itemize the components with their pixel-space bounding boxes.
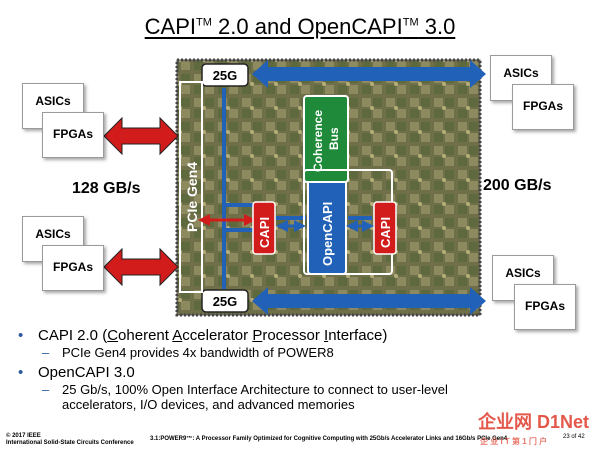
- watermark-sub: 企 业 I T 第 1 门 户: [480, 437, 548, 446]
- page-title: CAPITM 2.0 and OpenCAPITM 3.0: [0, 14, 600, 40]
- bullet-opencapi: •OpenCAPI 3.0: [18, 364, 135, 381]
- capi-right-label: CAPI: [378, 217, 393, 248]
- sub-bullet-opencapi: –25 Gb/s, 100% Open Interface Architectu…: [42, 382, 448, 412]
- coherence-label: Coherence: [311, 110, 325, 172]
- link-arrow-bottom: [252, 287, 486, 315]
- pcie-label: PCIe Gen4: [184, 162, 200, 232]
- page-number: 23 of 42: [563, 434, 585, 440]
- left-arrow-bottom: [103, 247, 179, 287]
- link-top-label: 25G: [213, 68, 238, 83]
- bullet-capi: •CAPI 2.0 (Coherent Accelerator Processo…: [18, 327, 388, 344]
- link-top-box: [201, 63, 249, 87]
- link-bottom-box: [201, 289, 249, 313]
- right-fpgas-top: FPGAs: [512, 84, 574, 130]
- opencapi-label: OpenCAPI: [320, 202, 335, 266]
- footer-center: 3.1:POWER9™: A Processor Family Optimize…: [150, 436, 508, 442]
- link-arrow-top: [252, 60, 486, 88]
- coherence-bus: [303, 95, 349, 183]
- capi-left-label: CAPI: [257, 217, 272, 248]
- capi-right-box: [373, 201, 397, 255]
- left-fpgas-bottom: FPGAs: [42, 245, 104, 291]
- left-arrow-top: [103, 116, 179, 156]
- watermark: 企业网 D1Net: [478, 412, 590, 432]
- capi-left-box: [252, 201, 276, 255]
- bullet-list: •CAPI 2.0 (Coherent Accelerator Processo…: [18, 326, 588, 412]
- footer-left: © 2017 IEEE International Solid-State Ci…: [6, 433, 134, 446]
- right-bandwidth: 200 GB/s: [483, 177, 552, 194]
- right-fpgas-bottom: FPGAs: [514, 284, 576, 330]
- link-bottom-label: 25G: [213, 294, 238, 309]
- interconnect-lines: [222, 88, 372, 289]
- sub-bullet-pcie: –PCIe Gen4 provides 4x bandwidth of POWE…: [42, 345, 334, 360]
- left-bandwidth: 128 GB/s: [72, 180, 141, 197]
- bus-label: Bus: [327, 127, 341, 150]
- left-fpgas-top: FPGAs: [42, 112, 104, 158]
- title-text: CAPITM 2.0 and OpenCAPITM 3.0: [144, 14, 456, 39]
- pcie-bar: [179, 81, 203, 293]
